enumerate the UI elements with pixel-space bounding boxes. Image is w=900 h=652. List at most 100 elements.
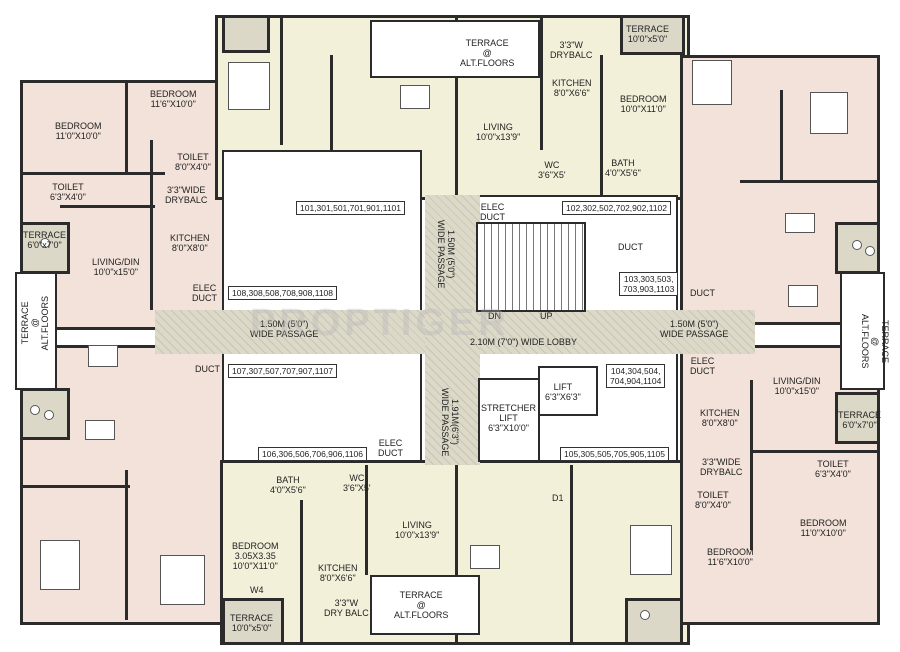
wall xyxy=(20,485,130,488)
bed-icon xyxy=(692,60,732,105)
bed-icon xyxy=(160,555,205,605)
stretcher-lift xyxy=(478,378,540,462)
wall xyxy=(780,90,783,180)
terrace-alt-bottom xyxy=(370,575,480,635)
wall xyxy=(125,470,128,620)
wall xyxy=(300,500,303,645)
label-drybalc-right: 3'3"WIDE DRYBALC xyxy=(700,457,743,477)
label-passage-vertical-bottom: 1.91M(6'3") WIDE PASSAGE xyxy=(440,388,460,457)
terrace-alt-right xyxy=(840,272,885,390)
label-lift: LIFT 6'3"X6'3" xyxy=(545,382,581,402)
label-terrace-top: TERRACE @ ALT.FLOORS xyxy=(460,38,515,68)
bed-icon xyxy=(40,540,80,590)
label-lobby: 2.10M (7'0") WIDE LOBBY xyxy=(470,337,577,347)
label-drybalc-bottom: 3'3"W DRY BALC xyxy=(324,598,369,618)
bed-icon xyxy=(228,62,270,110)
flat-tag-101: 101,301,501,701,901,1101 xyxy=(296,201,405,215)
wall xyxy=(750,380,753,550)
passage-vertical xyxy=(425,195,480,465)
plant-icon xyxy=(865,246,875,256)
label-drybalc-left: 3'3"WIDE DRYBALC xyxy=(165,185,208,205)
sofa-icon xyxy=(400,85,430,109)
wall xyxy=(570,465,573,645)
court-top-left xyxy=(222,150,422,312)
label-duct-right: DUCT xyxy=(690,288,715,298)
label-w4: W4 xyxy=(250,585,264,595)
label-passage-left: 1.50M (5'0") WIDE PASSAGE xyxy=(250,319,319,339)
terrace-alt-left xyxy=(15,272,57,390)
label-stair-dn: DN xyxy=(488,311,501,321)
flat-tag-108: 108,308,508,708,908,1108 xyxy=(228,286,337,300)
label-d1: D1 xyxy=(552,493,564,503)
wall xyxy=(330,55,333,150)
wall xyxy=(280,15,283,145)
label-toilet-right-b: TOILET 8'0"X4'0" xyxy=(695,490,731,510)
watermark: PROPTIGER xyxy=(250,302,510,344)
label-terrace-bottom: TERRACE @ ALT.FLOORS xyxy=(394,590,449,620)
label-terrace-alt-right: TERRACE @ ALT.FLOORS xyxy=(860,314,890,369)
plant-icon xyxy=(640,610,650,620)
label-bedroom-top-left-a: BEDROOM 11'6"X10'0" xyxy=(150,89,197,109)
lift xyxy=(538,366,598,416)
flat-tag-104: 104,304,504, 704,904,1104 xyxy=(606,364,666,388)
label-toilet-left-b: TOILET 6'3"X4'0" xyxy=(50,182,86,202)
label-terrace-top-right: TERRACE 10'0"x5'0" xyxy=(626,24,670,44)
terrace-alt-top xyxy=(370,20,540,78)
label-passage-vertical-top: 1.50M (5'0") WIDE PASSAGE xyxy=(436,220,456,289)
stair-core xyxy=(476,222,586,312)
label-duct-left: DUCT xyxy=(195,364,220,374)
label-bedroom-top-left-b: BEDROOM 11'0"X10'0" xyxy=(55,121,102,141)
label-elec-duct-left: ELEC DUCT xyxy=(192,283,217,303)
dining-table-icon xyxy=(785,213,815,233)
wall xyxy=(20,172,165,175)
label-stair-up: UP xyxy=(540,311,553,321)
label-kitchen-top-right: KITCHEN 8'0"X6'6" xyxy=(552,78,592,98)
label-living-left: LIVING/DIN 10'0"x15'0" xyxy=(92,257,140,277)
label-elec-duct-right: ELEC DUCT xyxy=(690,356,715,376)
terrace-top-right xyxy=(620,15,685,55)
wall xyxy=(125,82,128,172)
flat-tag-105: 105,305,505,705,905,1105 xyxy=(560,447,669,461)
dining-table-icon xyxy=(85,420,115,440)
label-terrace-alt-left: TERRACE @ ALT.FLOORS xyxy=(20,296,50,351)
wall xyxy=(750,450,880,453)
label-bedroom-bottom-right-b: BEDROOM 11'6"X10'0" xyxy=(707,547,754,567)
label-kitchen-left: KITCHEN 8'0"X8'0" xyxy=(170,233,210,253)
plant-icon xyxy=(44,410,54,420)
label-wc-bottom: WC 3'6"X5' xyxy=(343,473,371,493)
label-duct-core: DUCT xyxy=(618,242,643,252)
terrace-top-left xyxy=(222,15,270,53)
bed-icon xyxy=(810,92,848,134)
label-terrace-right: TERRACE 6'0"x7'0" xyxy=(838,410,882,430)
label-stretcher-lift: STRETCHER LIFT 6'3"X10'0" xyxy=(481,403,537,433)
terrace-left-lower xyxy=(20,388,70,440)
label-living-top: LIVING 10'0"x13'9" xyxy=(476,122,521,142)
wall xyxy=(540,15,543,150)
plant-icon xyxy=(30,405,40,415)
label-bath-top: BATH 4'0"X5'6" xyxy=(605,158,641,178)
terrace-right-lower xyxy=(835,392,880,444)
bed-icon xyxy=(630,525,672,575)
flat-tag-103: 103,303,503, 703,903,1103 xyxy=(619,272,679,296)
terrace-bottom-right xyxy=(625,598,683,645)
unit-104-block xyxy=(680,345,880,625)
label-kitchen-right: KITCHEN 8'0"X8'0" xyxy=(700,408,740,428)
label-wc-top: WC 3'6"X5' xyxy=(538,160,566,180)
flat-tag-107: 107,307,507,707,907,1107 xyxy=(228,364,337,378)
label-bedroom-bottom-left: BEDROOM 3.05X3.35 10'0"X11'0" xyxy=(232,541,279,571)
wall xyxy=(365,465,368,575)
flat-tag-106: 106,306,506,706,906,1106 xyxy=(258,447,367,461)
label-drybalc-top: 3'3"W DRYBALC xyxy=(550,40,593,60)
label-toilet-right-a: TOILET 6'3"X4'0" xyxy=(815,459,851,479)
wall xyxy=(150,140,153,310)
label-passage-right: 1.50M (5'0") WIDE PASSAGE xyxy=(660,319,729,339)
label-terrace-left: TERRACE 6'0"x7'0" xyxy=(23,230,67,250)
wall xyxy=(740,180,880,183)
sofa-icon xyxy=(88,345,118,367)
label-toilet-left-a: TOILET 8'0"X4'0" xyxy=(175,152,211,172)
label-terrace-bottom-left: TERRACE 10'0"x5'0" xyxy=(230,613,274,633)
wall xyxy=(680,530,683,645)
label-elec-duct-core: ELEC DUCT xyxy=(480,202,505,222)
wall xyxy=(600,55,603,195)
